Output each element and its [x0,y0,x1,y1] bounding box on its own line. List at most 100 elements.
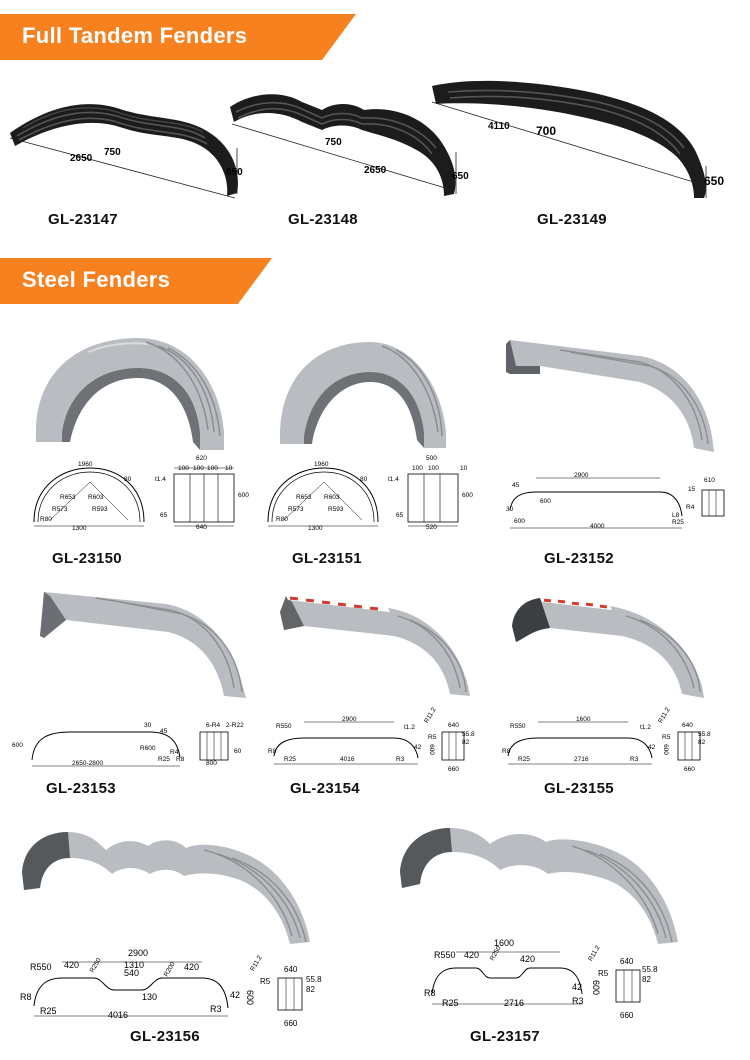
dim-label: R3 [630,756,639,763]
dim-label: 15 [688,486,696,493]
dim-label: R25 [672,519,684,526]
dim-label: R550 [276,723,292,730]
dim-label: 82 [306,985,315,994]
dim-label: 100 [178,465,189,472]
rubber-fender-image [230,94,457,196]
dim-label: 660 [448,766,459,773]
dim-label: 82 [642,975,651,984]
dim-label: 45 [160,728,168,735]
dim-label: 610 [704,477,715,484]
steel-fender-image [506,340,714,452]
reflector-strip [286,596,390,612]
dim-label: 130 [142,992,158,1002]
dim-label: 1960 [314,461,329,468]
dim-label: 55.8 [462,731,475,738]
top-view-drawing [199,731,229,761]
steel-fender-image [280,596,470,696]
dim-label: 2650 [70,153,93,164]
dim-label: t1.2 [640,724,651,731]
cross-section-drawing [267,467,379,527]
product-code: GL-23154 [290,780,360,797]
dim-label: 2900 [342,716,357,723]
dim-label: t1.4 [155,476,166,483]
dim-label: R3 [572,996,584,1006]
dim-label: 800 [206,760,217,767]
dim-label: 1600 [576,716,591,723]
steel-fender-image [22,832,310,944]
steel-fender-image [400,828,678,944]
dim-label: 30 [144,722,152,729]
dim-label: R11.2 [423,706,438,725]
dim-label: R603 [88,494,104,501]
dim-label: 540 [124,968,140,978]
section-banner-tandem: Full Tandem Fenders [0,14,356,60]
dim-label: 82 [698,739,706,746]
dim-label: R573 [52,506,68,513]
dim-label: 420 [184,962,200,972]
dim-label: 2650 [364,165,387,176]
dim-label: R593 [328,506,344,513]
product-code: GL-23148 [288,211,358,228]
dim-label: 600 [427,744,435,755]
dim-label: R80 [40,516,52,523]
dim-label: R3 [396,756,405,763]
dim-label: 1960 [78,461,93,468]
dim-label: 2900 [128,948,149,958]
dim-label: 10 [225,465,233,472]
dim-label: R25 [442,998,459,1008]
dim-label: 10 [460,465,468,472]
dim-label: 660 [684,766,695,773]
steel-fender-image [36,338,224,450]
dim-label: R11.2 [657,706,672,725]
cross-section-drawing [431,951,583,1005]
dim-label: 1300 [308,525,323,532]
dim-label: R25 [158,756,170,763]
dim-label: 1300 [72,525,87,532]
dim-label: 55.8 [306,975,322,984]
product-code: GL-23152 [544,550,614,567]
section-title: Steel Fenders [22,267,171,292]
top-view-drawing [701,489,725,517]
product-code: GL-23153 [46,780,116,797]
dim-label: R25 [284,756,296,763]
dim-label: 520 [426,524,437,531]
dim-label: 2900 [574,472,589,479]
dim-label: t1.2 [404,724,415,731]
dim-label: 30 [506,506,514,513]
steel-fender-image [40,592,246,698]
product-code: GL-23149 [537,211,607,228]
dim-label: 600 [462,492,473,499]
top-view-drawing [441,731,465,761]
dim-label: 4016 [340,756,355,763]
product-code: GL-23155 [544,780,614,797]
dim-label: 650 [226,167,243,178]
dim-label: 640 [682,722,693,729]
dim-label: 600 [514,518,525,525]
dim-label: R4 [170,749,179,756]
dim-label: 750 [325,137,342,148]
dim-label: 420 [64,960,80,970]
dim-label: t1.4 [388,476,399,483]
dim-label: 2-R22 [226,722,244,729]
dim-label: 640 [284,965,298,974]
cross-section-drawing [509,477,683,529]
dim-label: 620 [196,455,207,462]
dim-label: R5 [260,977,271,986]
dim-label: 420 [464,950,480,960]
dim-label: 80 [360,476,368,483]
dim-label: 2716 [574,756,589,763]
product-code: GL-23150 [52,550,122,567]
dim-label: 600 [540,498,551,505]
top-view-drawing [173,467,235,527]
dim-label: R550 [30,962,52,972]
dim-label: 42 [230,990,241,1000]
steel-fender-image [280,342,446,448]
dim-label: 80 [124,476,132,483]
dim-label: 2716 [504,998,525,1008]
dim-label: R5 [598,969,609,978]
cross-section-drawing [33,961,229,1017]
dim-label: 55.8 [698,731,711,738]
product-code: GL-23147 [48,211,118,228]
dim-label: 660 [284,1019,298,1028]
section-banner-steel: Steel Fenders [0,258,272,304]
